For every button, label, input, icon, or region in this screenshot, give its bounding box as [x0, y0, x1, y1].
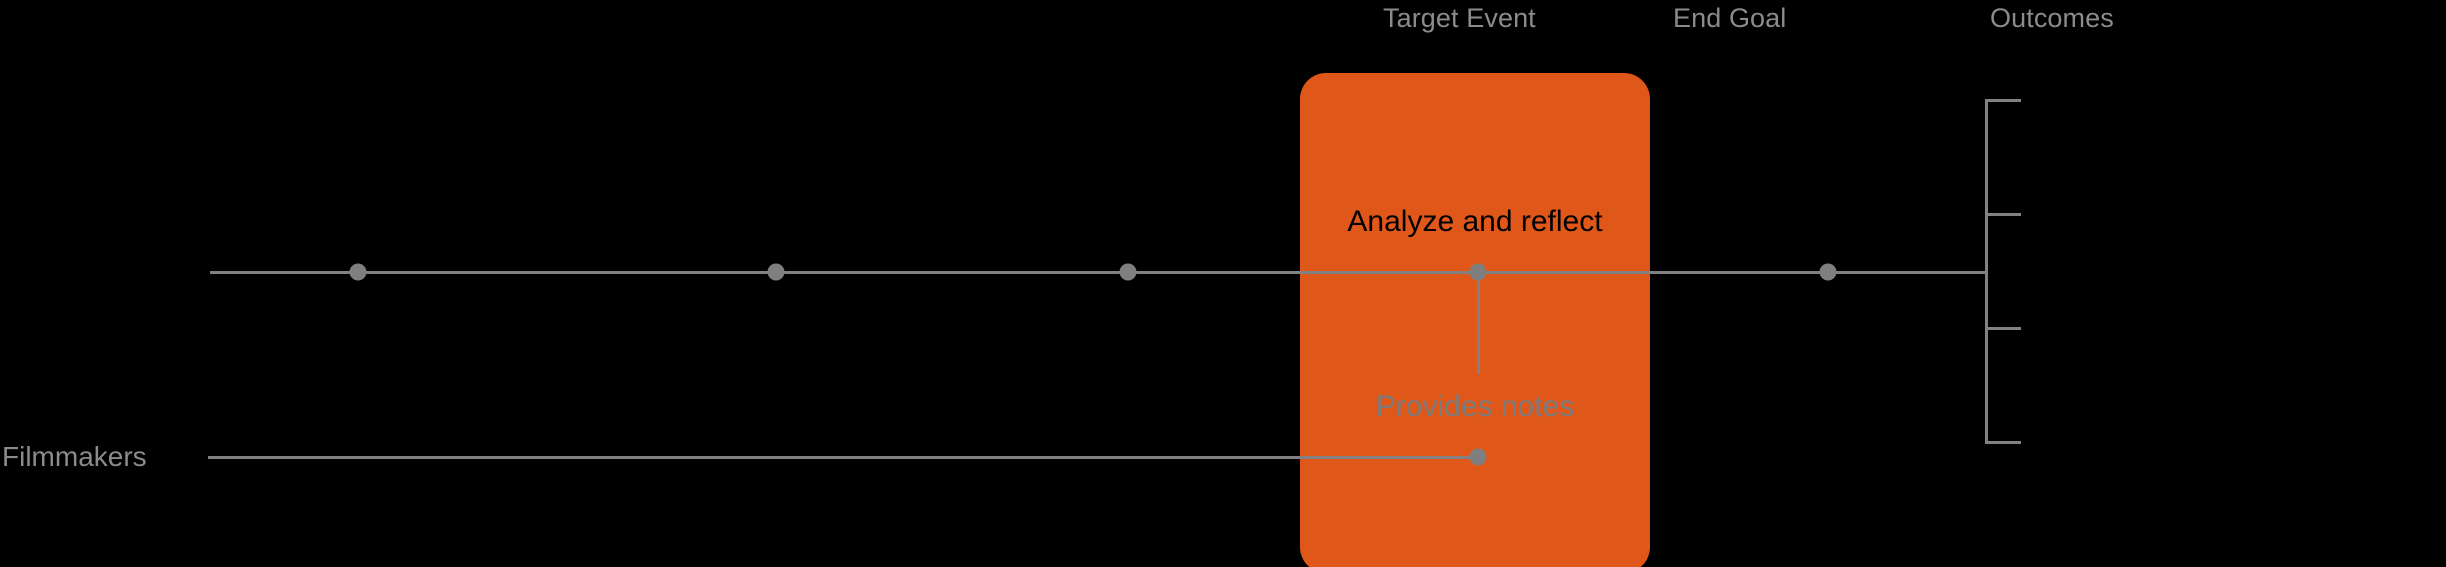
- activity-card-analyze-and-reflect[interactable]: [1300, 73, 1650, 567]
- column-header-target-event: Target Event: [1383, 3, 1536, 33]
- main-timeline-line: [210, 271, 1988, 274]
- timeline-dot-end-goal[interactable]: [1819, 263, 1837, 281]
- timeline-dot-milestone-1[interactable]: [349, 263, 367, 281]
- activity-card-title: Analyze and reflect: [1347, 205, 1603, 238]
- timeline-dot-filmmaker-contribution[interactable]: [1469, 448, 1487, 466]
- column-header-outcomes: Outcomes: [1990, 3, 2114, 33]
- outcomes-bracket-branch-2: [1985, 213, 2021, 216]
- activity-card-subtitle: Provides notes: [1375, 390, 1575, 423]
- timeline-dot-milestone-2[interactable]: [767, 263, 785, 281]
- activity-card-connector-line: [1477, 272, 1480, 374]
- timeline-dot-target-event[interactable]: [1469, 263, 1487, 281]
- timeline-dot-milestone-3[interactable]: [1119, 263, 1137, 281]
- outcomes-bracket-branch-1: [1985, 99, 2021, 102]
- outcomes-bracket-branch-3: [1985, 327, 2021, 330]
- filmmakers-lane-line: [208, 456, 1480, 459]
- lane-label-filmmakers: Filmmakers: [2, 441, 147, 472]
- outcomes-bracket-spine: [1985, 99, 1988, 444]
- column-header-end-goal: End Goal: [1673, 3, 1787, 33]
- outcomes-bracket-branch-4: [1985, 441, 2021, 444]
